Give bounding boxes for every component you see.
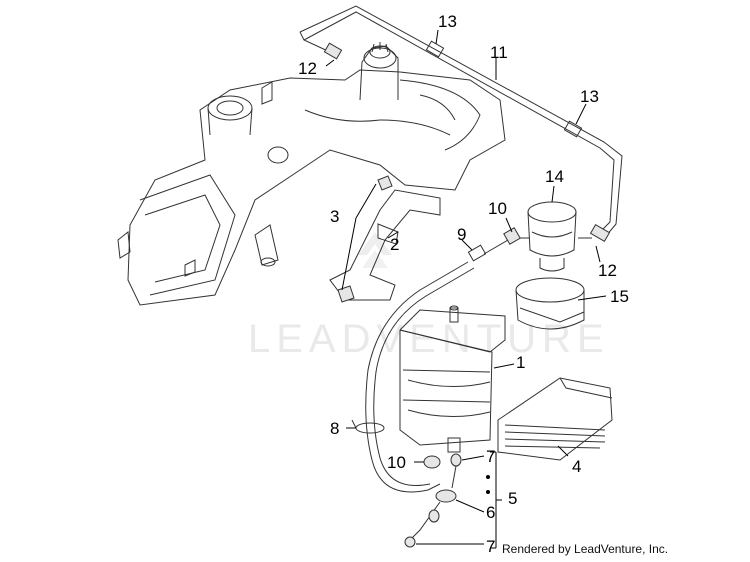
callout-3: 3	[330, 207, 339, 226]
callout-13: 13	[580, 87, 599, 106]
callout-9: 9	[457, 225, 466, 244]
vent-valve	[512, 201, 592, 272]
vent-tube	[299, 5, 623, 243]
callout-10: 10	[387, 453, 406, 472]
callout-10: 10	[488, 199, 507, 218]
callout-6: 6	[486, 503, 495, 522]
canister	[399, 305, 506, 453]
callout-15: 15	[610, 287, 629, 306]
callout-7: 7	[486, 537, 495, 556]
callout-1: 1	[516, 353, 525, 372]
callout-11: 11	[490, 43, 508, 62]
callout-labels: 13 11 12 13 14 10 3 2 9 12 15 1 8 4 10 7…	[298, 12, 629, 556]
leader-lines	[325, 29, 607, 549]
watermark-logo: LEADVENTURE	[248, 232, 610, 361]
bracket	[329, 175, 441, 303]
callout-5: 5	[508, 489, 517, 508]
heat-shield	[497, 377, 613, 461]
callout-7: 7	[486, 447, 495, 466]
callout-12: 12	[298, 59, 317, 78]
canister-hoses	[351, 227, 521, 548]
callout-2: 2	[390, 235, 399, 254]
filler-neck	[359, 42, 399, 101]
callout-8: 8	[330, 419, 339, 438]
valve-holder	[515, 277, 585, 330]
callout-14: 14	[545, 167, 564, 186]
callout-12: 12	[598, 261, 617, 280]
watermark-text: LEADVENTURE	[248, 317, 610, 361]
fuel-tank	[117, 69, 506, 306]
credit-text: Rendered by LeadVenture, Inc.	[502, 542, 668, 556]
callout-13: 13	[438, 12, 457, 31]
callout-4: 4	[572, 457, 581, 476]
